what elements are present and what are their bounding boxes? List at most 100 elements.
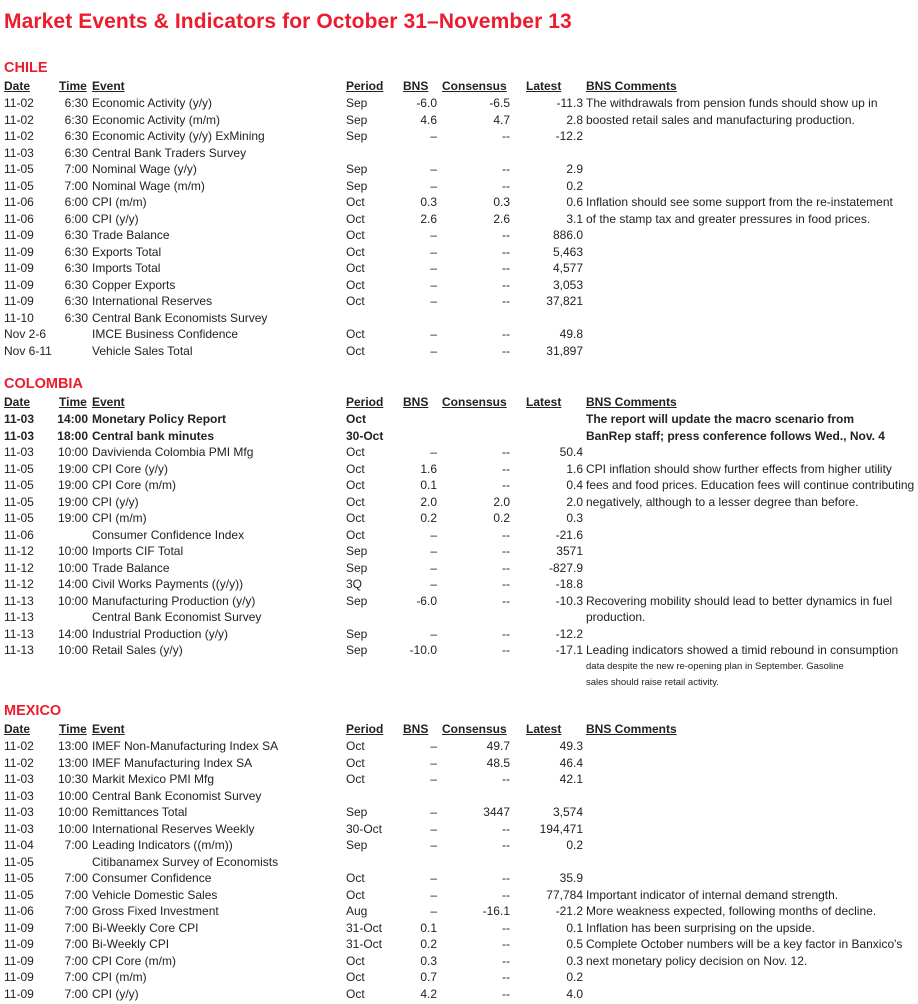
cell-bns: – — [430, 544, 437, 559]
header-comments: BNS Comments — [586, 722, 677, 736]
cell-comments: The report will update the macro scenari… — [586, 412, 855, 426]
cell-consensus: -- — [502, 953, 510, 968]
cell-time: 7:00 — [64, 953, 88, 968]
cell-consensus: -- — [502, 986, 510, 1001]
cell-event: Nominal Wage (y/y) — [92, 162, 197, 177]
cell-period: Oct — [346, 511, 365, 526]
cell-time: 10:00 — [57, 643, 88, 658]
cell-period: Sep — [346, 544, 368, 559]
cell-date: 11-05 — [4, 854, 34, 869]
cell-latest: 5,463 — [552, 244, 583, 259]
cell-period: Oct — [346, 211, 365, 226]
cell-time: 6:30 — [64, 96, 88, 110]
cell-date: 11-09 — [4, 953, 34, 968]
cell-bns: – — [430, 228, 437, 243]
cell-consensus: 3447 — [483, 805, 510, 820]
cell-comments: Complete October numbers will be a key f… — [586, 937, 903, 952]
cell-time: 10:00 — [57, 560, 88, 575]
cell-latest: 0.1 — [566, 920, 583, 935]
cell-comments: sales should raise retail activity. — [586, 677, 719, 689]
cell-latest: 0.3 — [566, 953, 583, 968]
cell-event: Central Bank Economist Survey — [92, 610, 262, 625]
cell-latest: 77,784 — [546, 887, 583, 902]
cell-latest: -21.6 — [555, 527, 583, 542]
cell-bns: – — [430, 772, 437, 787]
cell-bns: – — [430, 244, 437, 259]
cell-time: 6:30 — [64, 310, 88, 325]
cell-period: 3Q — [346, 577, 363, 592]
table-row: 11-05 Citibanamex Survey of Economists — [0, 854, 918, 870]
cell-latest: 0.3 — [566, 511, 583, 526]
cell-event: Markit Mexico PMI Mfg — [92, 772, 215, 787]
cell-latest: -12.2 — [555, 129, 583, 144]
cell-consensus: 2.0 — [493, 494, 510, 509]
page-title: Market Events & Indicators for October 3… — [4, 10, 572, 33]
cell-time: 10:00 — [57, 788, 88, 803]
cell-period: Oct — [346, 527, 365, 542]
cell-time: 19:00 — [57, 511, 88, 526]
cell-period: Sep — [346, 162, 368, 177]
cell-bns: – — [430, 178, 437, 193]
cell-date: 11-09 — [4, 294, 34, 309]
header-date: Date — [4, 722, 31, 736]
cell-period: Aug — [346, 904, 368, 919]
cell-event: Gross Fixed Investment — [92, 904, 219, 919]
cell-time: 6:30 — [64, 228, 88, 243]
cell-event: CPI (y/y) — [92, 211, 139, 226]
cell-event: Nominal Wage (m/m) — [92, 178, 205, 193]
header-time: Time — [59, 722, 87, 736]
cell-time: 7:00 — [64, 178, 88, 193]
header-bns: BNS — [403, 722, 429, 736]
cell-latest: 2.8 — [566, 112, 583, 127]
cell-time: 6:30 — [64, 145, 88, 160]
cell-bns: – — [430, 560, 437, 575]
cell-date: 11-09 — [4, 920, 34, 935]
cell-bns: 0.2 — [420, 511, 437, 526]
cell-time: 19:00 — [57, 461, 88, 476]
cell-event: Leading Indicators ((m/m)) — [92, 838, 233, 853]
cell-event: CPI Core (m/m) — [92, 478, 176, 493]
cell-date: 11-13 — [4, 610, 34, 625]
cell-period: Oct — [346, 755, 365, 770]
cell-date: 11-03 — [4, 788, 34, 803]
cell-event: Citibanamex Survey of Economists — [92, 854, 279, 869]
cell-event: CPI (m/m) — [92, 195, 147, 210]
header-consensus: Consensus — [442, 722, 507, 736]
cell-comments: The withdrawals from pension funds shoul… — [586, 96, 878, 110]
cell-period: Oct — [346, 277, 365, 292]
header-date: Date — [4, 395, 31, 409]
section-title: CHILE — [4, 60, 48, 76]
cell-date: 11-02 — [4, 129, 34, 144]
cell-latest: 2.0 — [566, 494, 583, 509]
cell-event: Economic Activity (m/m) — [92, 112, 221, 127]
cell-date: 11-03 — [4, 145, 34, 160]
cell-date: 11-10 — [4, 310, 34, 325]
cell-latest: 42.1 — [559, 772, 583, 787]
cell-period: Oct — [346, 739, 365, 753]
cell-event: Civil Works Payments ((y/y)) — [92, 577, 244, 592]
cell-latest: 3571 — [556, 544, 583, 559]
cell-latest: 0.5 — [566, 937, 583, 952]
cell-period: Oct — [346, 445, 365, 460]
cell-period: Sep — [346, 626, 368, 641]
cell-bns: – — [430, 805, 437, 820]
cell-latest: 886.0 — [552, 228, 583, 243]
cell-latest: 0.4 — [566, 478, 583, 493]
cell-consensus: 48.5 — [486, 755, 510, 770]
table-row: sales should raise retail activity. — [0, 675, 918, 691]
cell-time: 7:00 — [64, 920, 88, 935]
header-period: Period — [346, 79, 384, 93]
